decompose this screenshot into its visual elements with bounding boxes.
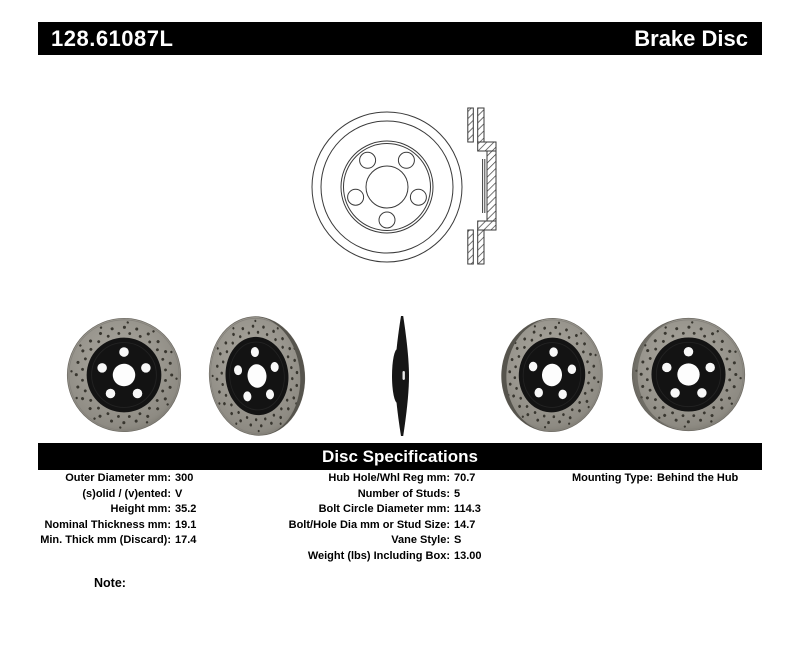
spec-row-height: Height mm: 35.2 (110, 503, 197, 515)
spec-row-outer-diameter: Outer Diameter mm: 300 (65, 472, 194, 484)
spec-row-number-of-studs: Number of Studs: 5 (357, 487, 461, 500)
spec-section-title: Disc Specifications (322, 446, 478, 466)
note-label: Note: (94, 576, 126, 590)
drawing-front-view (311, 111, 463, 263)
brake-rotor-photo-edge-view (392, 316, 409, 436)
brake-rotor-photo-front-right (626, 312, 751, 437)
spec-column-middle: Hub Hole/Whl Reg mm: 70.7 Number of Stud… (250, 471, 482, 564)
brake-rotor-photo-angled-right (492, 308, 613, 442)
spec-row-weight: Weight (lbs) Including Box: 13.00 (307, 549, 482, 562)
spec-row-min-thickness: Min. Thick mm (Discard): 17.4 (40, 534, 197, 546)
spec-column-right: Mounting Type: Behind the Hub (513, 471, 738, 487)
brake-rotor-photo-angled-left (198, 306, 315, 447)
product-type-title: Brake Disc (634, 25, 748, 51)
spec-row-nominal-thickness: Nominal Thickness mm: 19.1 (44, 518, 197, 531)
spec-row-solid-vented: (s)olid / (v)ented: V (82, 487, 183, 500)
brake-rotor-photo-front-left (61, 312, 187, 438)
drawing-cross-section (467, 107, 497, 265)
technical-drawing (311, 107, 497, 265)
spec-row-hub-hole: Hub Hole/Whl Reg mm: 70.7 (328, 472, 476, 484)
spec-row-bolt-circle-diameter: Bolt Circle Diameter mm: 114.3 (318, 503, 481, 515)
part-number: 128.61087L (51, 25, 174, 51)
spec-row-vane-style: Vane Style: S (391, 534, 462, 546)
spec-section-bar: Disc Specifications (38, 443, 762, 470)
spec-row-mounting-type: Mounting Type: Behind the Hub (571, 472, 739, 484)
header-bar: 128.61087L Brake Disc (38, 22, 762, 55)
spec-column-left: Outer Diameter mm: 300 (s)olid / (v)ente… (26, 471, 196, 549)
spec-row-bolt-hole-dia: Bolt/Hole Dia mm or Stud Size: 14.7 (288, 518, 476, 531)
